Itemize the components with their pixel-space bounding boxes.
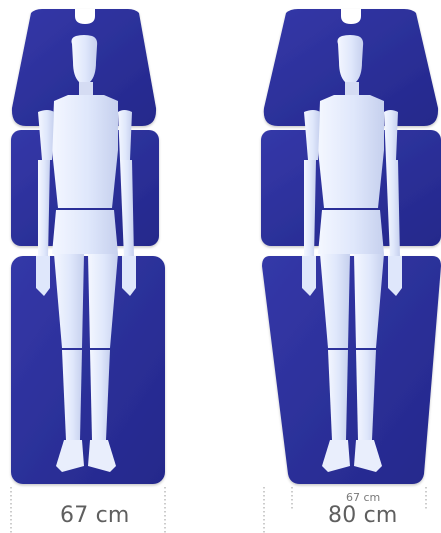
- right-figure-neck: [345, 82, 359, 96]
- left-figure-left-forearm: [38, 160, 50, 258]
- left-figure-right-upper-arm: [118, 110, 132, 160]
- left-width-label: 67 cm: [60, 505, 130, 527]
- right-figure-right-hand: [388, 256, 402, 296]
- right-table-lower-section: [262, 256, 441, 484]
- right-reference-width-label: 67 cm: [346, 492, 380, 503]
- right-table-head-cutout: [341, 9, 361, 24]
- right-figure-left-hand: [302, 256, 316, 296]
- left-figure-left-hand: [36, 256, 50, 296]
- right-figure-head: [338, 35, 364, 82]
- left-table-lower-section: [11, 256, 165, 484]
- left-figure-hips: [52, 210, 118, 254]
- right-figure-right-upper-arm: [384, 110, 398, 160]
- right-figure-left-forearm: [304, 160, 316, 258]
- right-figure-torso: [318, 95, 384, 208]
- left-figure-head: [72, 35, 98, 82]
- left-table-head-cutout: [75, 9, 95, 24]
- left-figure-right-hand: [122, 256, 136, 296]
- right-figure-hips: [318, 210, 384, 254]
- left-figure-torso: [52, 95, 118, 208]
- left-figure-neck: [79, 82, 93, 96]
- right-width-label: 80 cm: [328, 505, 398, 527]
